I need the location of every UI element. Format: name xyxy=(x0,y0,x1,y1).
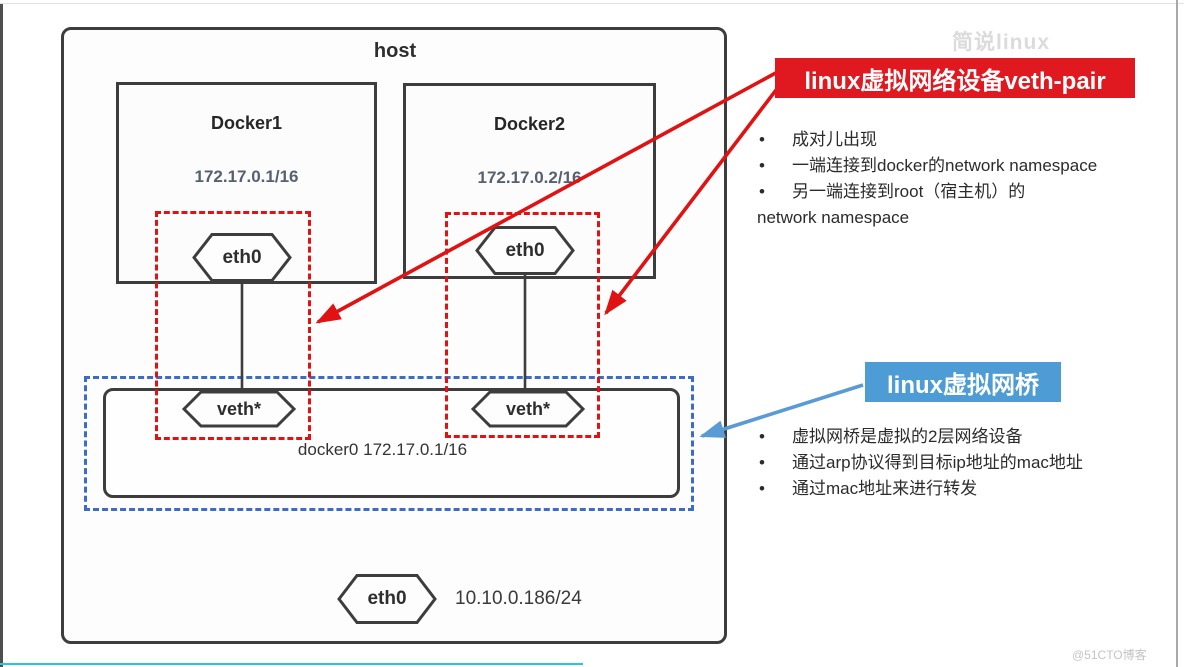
veth-pair-bullet-2: 一端连接到docker的network namespace xyxy=(792,156,1098,175)
docker1-ip: 172.17.0.1/16 xyxy=(194,167,299,186)
bridge-bullet-3: 通过mac地址来进行转发 xyxy=(792,479,978,498)
docker1-eth0-hexagon: eth0 xyxy=(192,232,292,283)
list-item: • 虚拟网桥是虚拟的2层网络设备 xyxy=(750,424,1174,450)
list-item: • 另一端连接到root（宿主机）的 xyxy=(750,179,1174,205)
docker1-title: Docker1 xyxy=(210,113,283,133)
bridge-veth2-hexagon: veth* xyxy=(471,390,585,428)
list-item: • 通过mac地址来进行转发 xyxy=(750,476,1174,502)
bridge-veth1-label: veth* xyxy=(216,398,261,419)
bridge-note-title: linux虚拟网桥 xyxy=(865,362,1061,402)
veth-pair-bullet-1: 成对儿出现 xyxy=(792,130,877,149)
frame-right-edge xyxy=(1176,0,1178,667)
docker1-eth0-label: eth0 xyxy=(222,246,262,268)
veth-pair-bullet-3: 另一端连接到root（宿主机）的 xyxy=(792,182,1026,201)
bullet-icon: • xyxy=(759,156,765,175)
host-eth0-hexagon: eth0 xyxy=(337,573,437,625)
docker0-label: docker0 172.17.0.1/16 xyxy=(297,440,468,459)
docker2-title: Docker2 xyxy=(493,114,566,134)
host-eth0-label: eth0 xyxy=(367,588,407,609)
bridge-veth1-hexagon: veth* xyxy=(182,390,296,428)
list-item: • 一端连接到docker的network namespace xyxy=(750,153,1174,179)
veth-pair-note-list: • 成对儿出现 • 一端连接到docker的network namespace … xyxy=(750,127,1174,231)
bridge-bullet-2: 通过arp协议得到目标ip地址的mac地址 xyxy=(792,453,1083,472)
docker2-eth0-hexagon: eth0 xyxy=(475,225,575,276)
docker2-eth0-label: eth0 xyxy=(505,239,545,261)
frame-top-edge xyxy=(0,3,1184,4)
docker2-ip: 172.17.0.2/16 xyxy=(477,168,582,187)
bullet-icon: • xyxy=(759,479,765,498)
bridge-highlight xyxy=(84,376,694,511)
bridge-note-list: • 虚拟网桥是虚拟的2层网络设备 • 通过arp协议得到目标ip地址的mac地址… xyxy=(750,424,1174,502)
bullet-icon: • xyxy=(759,182,765,201)
veth-pair-highlight-1 xyxy=(155,211,311,440)
bullet-icon: • xyxy=(759,130,765,149)
list-item-continuation: network namespace xyxy=(750,205,1174,231)
bullet-icon: • xyxy=(759,453,765,472)
watermark-51cto: @51CTO博客 xyxy=(1072,648,1147,662)
veth-pair-bullet-3-cont: network namespace xyxy=(757,208,910,227)
bridge-veth2-label: veth* xyxy=(505,398,550,419)
frame-left-edge xyxy=(0,4,3,667)
host-label: host xyxy=(373,40,417,62)
list-item: • 通过arp协议得到目标ip地址的mac地址 xyxy=(750,450,1174,476)
bottom-progress-line xyxy=(0,663,583,665)
watermark-top-right: 简说linux xyxy=(952,31,1051,54)
host-eth0-ip: 10.10.0.186/24 xyxy=(455,588,582,609)
veth-pair-note-title: linux虚拟网络设备veth-pair xyxy=(775,58,1135,98)
list-item: • 成对儿出现 xyxy=(750,127,1174,153)
bridge-bullet-1: 虚拟网桥是虚拟的2层网络设备 xyxy=(792,427,1023,446)
bullet-icon: • xyxy=(759,427,765,446)
